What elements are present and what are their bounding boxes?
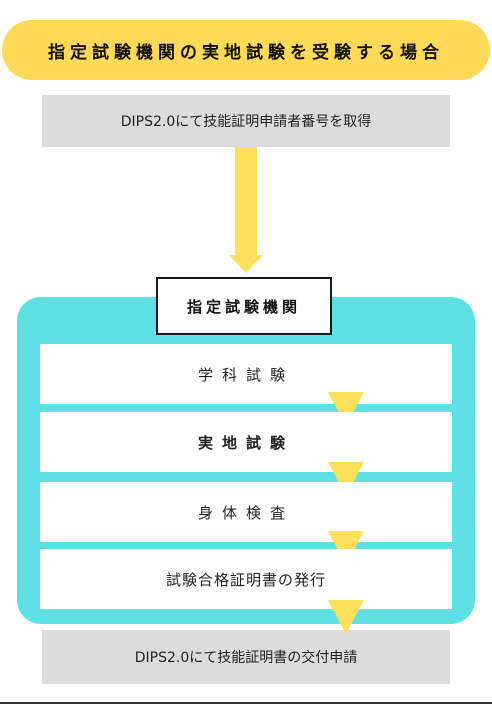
down-arrow-shaft xyxy=(235,147,257,257)
organization-label: 指定試験機関 xyxy=(156,277,332,335)
page-title: 指定試験機関の実地試験を受験する場合 xyxy=(2,20,490,80)
dips-application-step: DIPS2.0にて技能証明書の交付申請 xyxy=(42,630,450,684)
dips-number-step: DIPS2.0にて技能証明申請者番号を取得 xyxy=(42,95,450,147)
down-arrow-icon xyxy=(229,255,263,273)
step-practical-exam: 実地試験 xyxy=(40,412,452,472)
step-certificate-issue: 試験合格証明書の発行 xyxy=(40,549,452,609)
step-arrow-icon xyxy=(328,600,364,634)
step-written-exam: 学科試験 xyxy=(40,344,452,404)
step-physical-exam: 身体検査 xyxy=(40,482,452,542)
divider xyxy=(0,702,492,704)
